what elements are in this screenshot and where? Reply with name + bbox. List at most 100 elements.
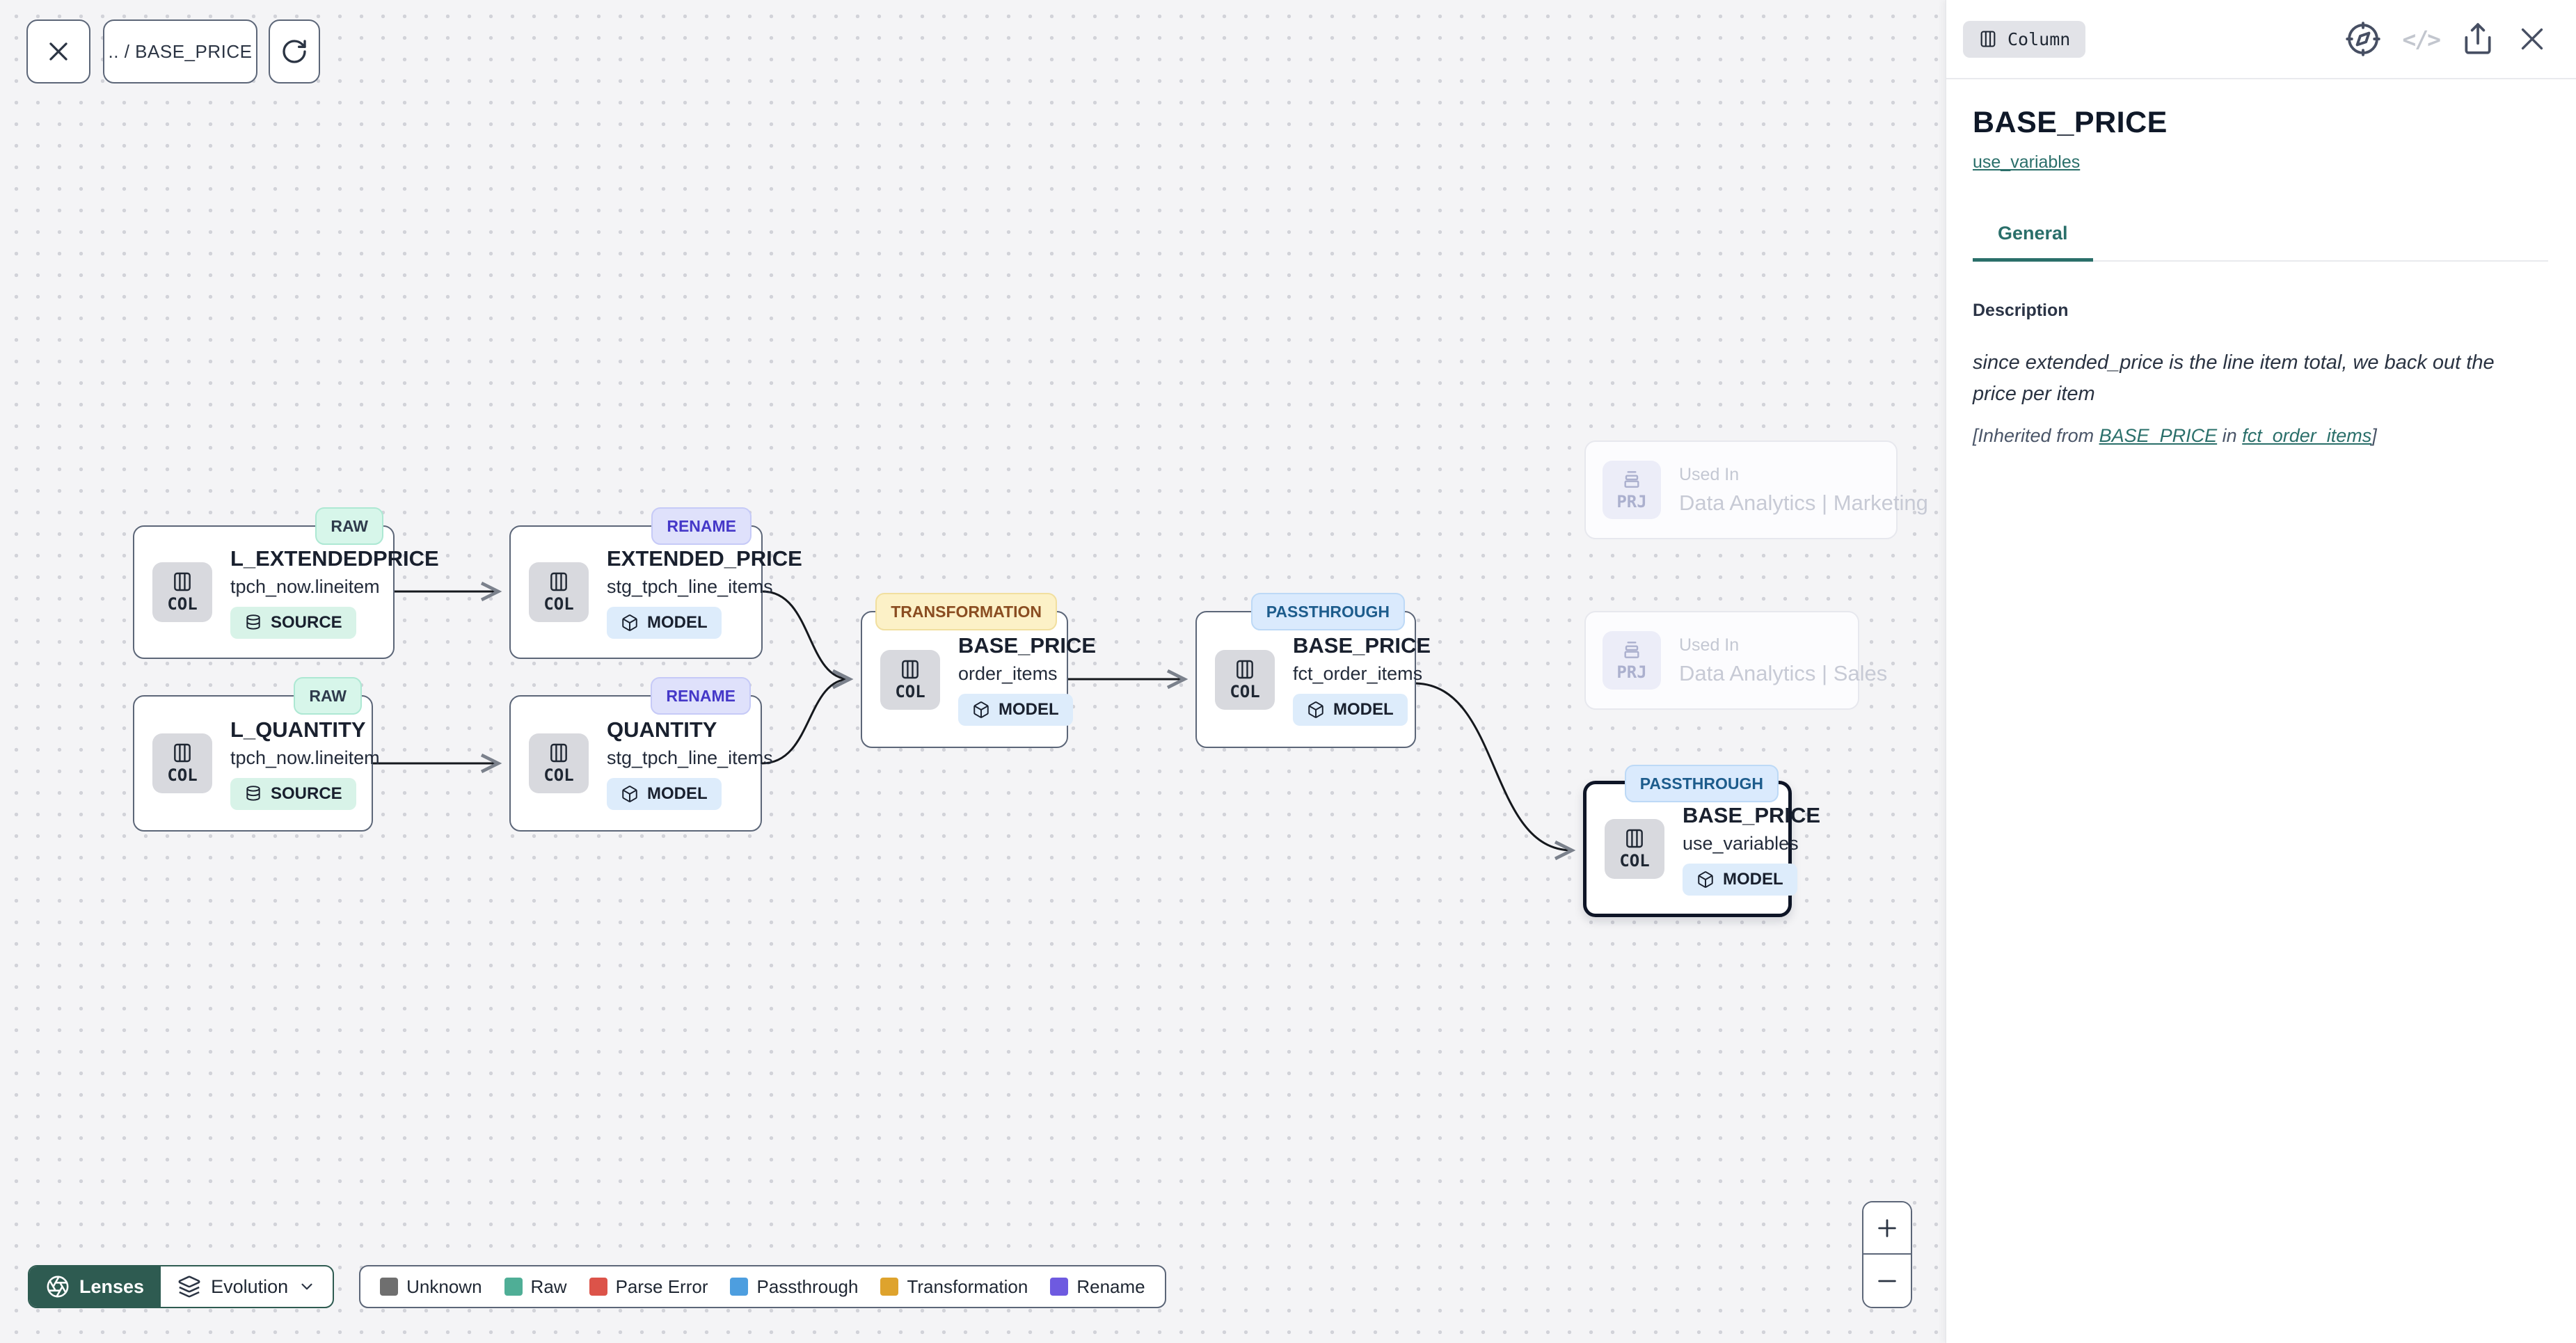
details-panel: Column </> BASE_PRICE use_variables Gene…	[1946, 0, 2576, 1343]
node-subtitle: fct_order_items	[1293, 663, 1423, 684]
cube-icon	[622, 785, 637, 802]
refresh-button[interactable]	[269, 19, 320, 84]
chip-label: COL	[167, 765, 198, 785]
description-body: since extended_price is the line item to…	[1973, 351, 2495, 405]
panel-header: Column </>	[1946, 0, 2576, 79]
entity-type-label: Column	[2007, 29, 2071, 49]
column-icon	[1237, 660, 1253, 678]
close-panel-button[interactable]	[2516, 23, 2548, 55]
panel-tabs: General	[1973, 223, 2548, 262]
chip-label: COL	[1619, 851, 1650, 871]
layers-icon	[178, 1276, 200, 1298]
lenses-label: Lenses	[79, 1276, 145, 1297]
lens-badge-passthrough: PASSTHROUGH	[1250, 593, 1405, 630]
code-icon[interactable]: </>	[2402, 25, 2441, 53]
lenses-button[interactable]: Lenses	[29, 1266, 161, 1307]
zoom-in-button[interactable]	[1863, 1202, 1911, 1255]
legend-label: Parse Error	[615, 1276, 708, 1297]
column-icon	[1626, 829, 1643, 848]
lineage-node-quantity[interactable]: RENAME COL QUANTITY stg_tpch_line_items …	[509, 677, 773, 832]
project-chip: PRJ	[1603, 461, 1661, 519]
chip-label: COL	[167, 594, 198, 614]
lineage-node-base-price-fct-order-items[interactable]: PASSTHROUGH COL BASE_PRICE fct_order_ite…	[1195, 593, 1431, 748]
chip-label: PRJ	[1616, 492, 1647, 511]
column-icon	[902, 660, 919, 678]
close-icon	[49, 42, 67, 61]
used-in-name: Data Analytics | Sales	[1679, 660, 1888, 685]
node-kind-badge: MODEL	[1683, 863, 1797, 896]
plus-icon	[1878, 1218, 1896, 1237]
tab-general[interactable]: General	[1973, 223, 2093, 262]
database-icon	[246, 614, 260, 630]
chip-label: PRJ	[1616, 662, 1647, 682]
share-icon	[2465, 23, 2491, 54]
kind-label: MODEL	[1333, 700, 1394, 719]
close-lineage-button[interactable]	[26, 19, 90, 84]
kind-label: MODEL	[999, 700, 1059, 719]
lenses-control: Lenses Evolution	[28, 1265, 335, 1308]
model-link[interactable]: use_variables	[1973, 152, 2081, 172]
node-title: L_EXTENDEDPRICE	[230, 546, 439, 571]
database-icon	[246, 785, 260, 801]
node-subtitle: stg_tpch_line_items	[607, 575, 773, 597]
lens-selector-dropdown[interactable]: Evolution	[161, 1266, 333, 1307]
chip-label: COL	[543, 594, 574, 614]
lens-badge-raw: RAW	[294, 677, 362, 715]
lineage-node-base-price-order-items[interactable]: TRANSFORMATION COL BASE_PRICE order_item…	[861, 593, 1096, 748]
legend-swatch	[380, 1278, 399, 1296]
panel-title: BASE_PRICE	[1973, 106, 2168, 139]
node-kind-badge: MODEL	[958, 694, 1073, 726]
node-subtitle: tpch_now.lineitem	[230, 747, 380, 768]
legend-item: Parse Error	[589, 1276, 708, 1298]
project-icon	[1624, 471, 1639, 488]
chip-label: COL	[895, 681, 925, 701]
lens-badge-rename: RENAME	[651, 507, 752, 545]
inherited-model-link[interactable]: fct_order_items	[2242, 424, 2372, 446]
column-chip: COL	[880, 649, 940, 710]
close-icon	[2521, 28, 2543, 50]
lineage-node-l-quantity[interactable]: RAW COL L_QUANTITY tpch_now.lineitem SOU…	[133, 677, 380, 832]
chevron-down-icon	[301, 1283, 312, 1290]
node-title: BASE_PRICE	[1293, 633, 1431, 658]
cube-icon	[1698, 871, 1713, 888]
lineage-node-l-extendedprice[interactable]: RAW COL L_EXTENDEDPRICE tpch_now.lineite…	[133, 507, 439, 659]
node-title: QUANTITY	[607, 717, 717, 742]
aperture-icon	[47, 1276, 69, 1298]
column-chip: COL	[152, 562, 212, 622]
lens-badge-passthrough: PASSTHROUGH	[1624, 765, 1779, 802]
node-kind-badge: MODEL	[607, 777, 722, 810]
cube-icon	[973, 701, 989, 718]
kind-label: SOURCE	[271, 612, 342, 632]
inherited-column-link[interactable]: BASE_PRICE	[2099, 424, 2218, 446]
used-in-node-sales: PRJ Used In Data Analytics | Sales	[1584, 611, 1887, 710]
lineage-node-extended-price[interactable]: RENAME COL EXTENDED_PRICE stg_tpch_line_…	[509, 507, 802, 659]
legend-item: Passthrough	[730, 1276, 858, 1298]
legend-swatch	[1050, 1278, 1069, 1296]
node-kind-badge: SOURCE	[230, 606, 356, 639]
share-button[interactable]	[2460, 22, 2495, 56]
explore-lineage-button[interactable]	[2345, 21, 2381, 57]
lineage-node-base-price-use-variables[interactable]: PASSTHROUGH COL BASE_PRICE use_variables…	[1583, 765, 1820, 917]
node-title: BASE_PRICE	[1683, 802, 1821, 827]
zoom-out-button[interactable]	[1863, 1255, 1911, 1307]
inherited-text: [Inherited from	[1973, 424, 2099, 446]
description-heading: Description	[1973, 301, 2069, 320]
legend-label: Passthrough	[756, 1276, 859, 1297]
node-kind-badge: SOURCE	[230, 777, 356, 810]
node-subtitle: stg_tpch_line_items	[607, 747, 773, 768]
lineage-canvas[interactable]: .. / BASE_PRICE RAW COL L_EXTENDEDPRICE …	[0, 0, 1946, 1343]
legend-item: Raw	[504, 1276, 567, 1298]
legend-label: Transformation	[907, 1276, 1028, 1297]
legend-label: Raw	[530, 1276, 567, 1297]
breadcrumb[interactable]: .. / BASE_PRICE	[103, 19, 257, 84]
refresh-icon	[283, 40, 306, 63]
node-subtitle: tpch_now.lineitem	[230, 575, 380, 597]
column-chip: COL	[529, 562, 589, 622]
column-chip: COL	[152, 733, 212, 793]
legend-label: Rename	[1076, 1276, 1145, 1297]
used-in-label: Used In	[1679, 464, 1740, 484]
legend-item: Rename	[1050, 1276, 1145, 1298]
lens-badge-raw: RAW	[315, 507, 383, 545]
zoom-controls	[1862, 1201, 1912, 1308]
node-title: EXTENDED_PRICE	[607, 546, 802, 571]
